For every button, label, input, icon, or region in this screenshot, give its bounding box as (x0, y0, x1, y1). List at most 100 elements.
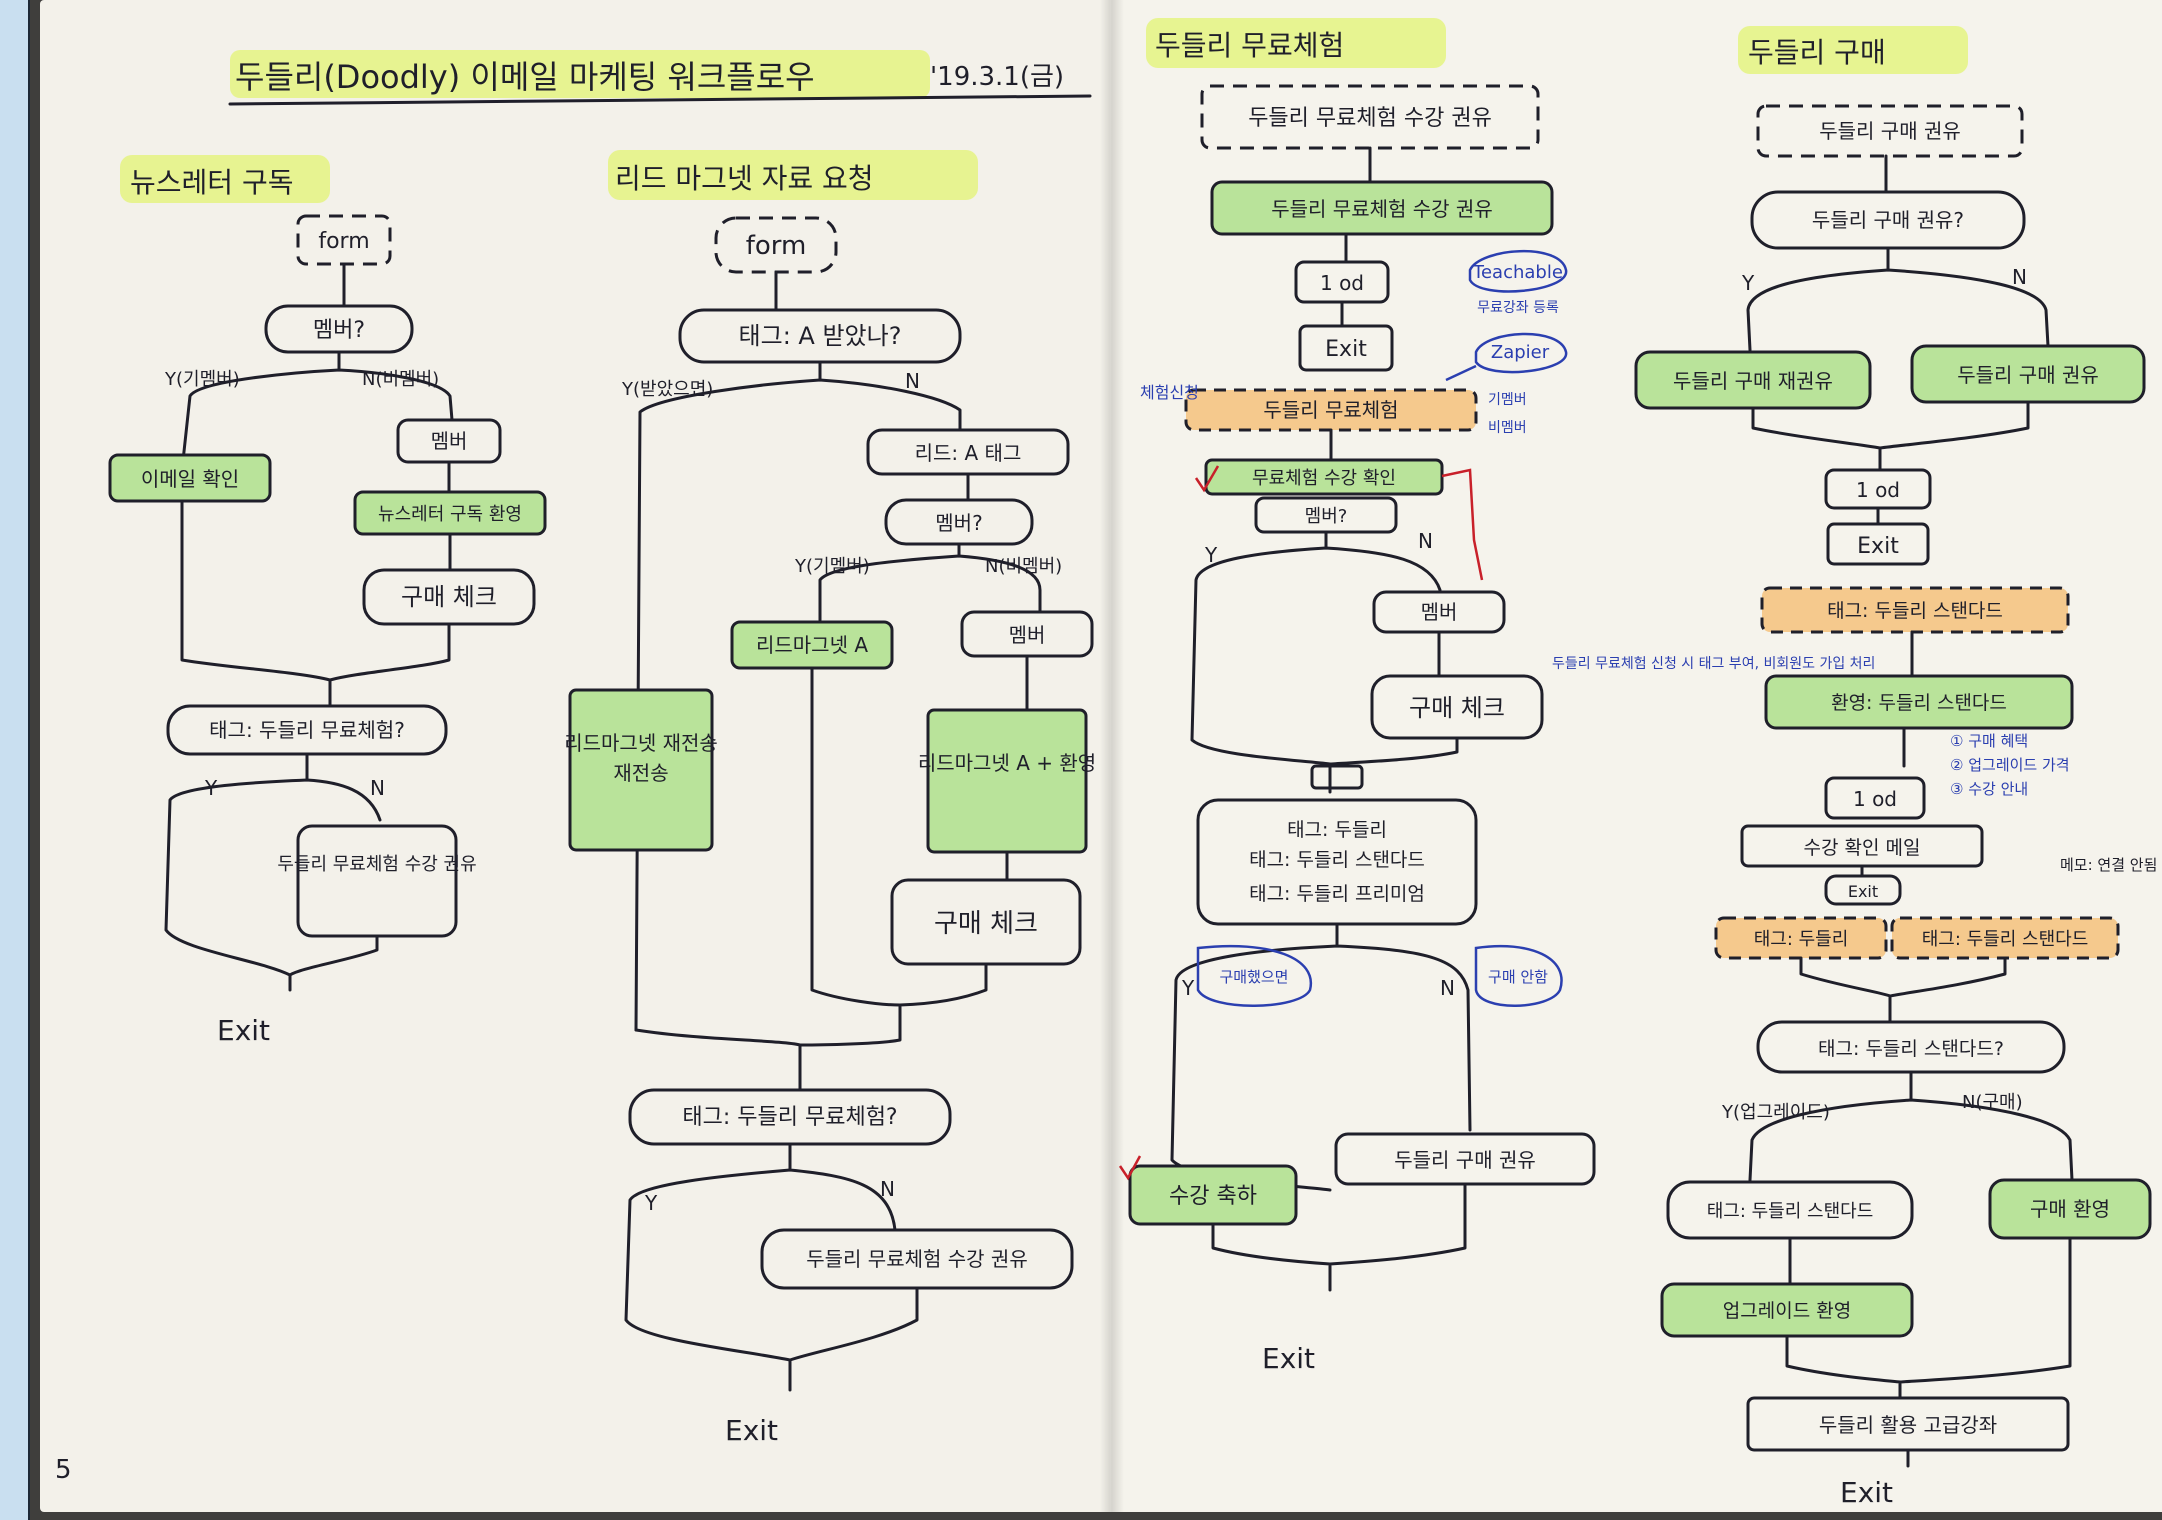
trial-flow: 두들리 무료체험 두들리 무료체험 수강 권유 두들리 무료체험 수강 권유 1… (1118, 18, 1875, 1375)
zapier-label: Zapier (1491, 342, 1550, 363)
no-label: N(구매) (1962, 1092, 2023, 1113)
no-label: N (2012, 265, 2027, 289)
trial-tag-box (1184, 388, 1478, 432)
trial-member-label: 멤버 (1421, 600, 1458, 624)
trial-heading: 두들리 무료체험 (1155, 29, 1344, 62)
lead-purchase-check-label: 구매 체크 (934, 909, 1038, 939)
delay-label: 1 od (1853, 787, 1897, 811)
purchase-offer-question-label: 두들리 구매 권유? (1812, 208, 1964, 232)
no-label: N (1440, 976, 1455, 1000)
title-highlight (230, 50, 930, 98)
yes-label: Y (204, 776, 218, 800)
lead-resend-top-label: 재전송 (613, 761, 668, 785)
email-confirm-box (108, 453, 272, 503)
yes-label: Y (1204, 543, 1218, 567)
trial-member-question-label: 멤버? (1305, 506, 1348, 527)
lead-heading-highlight (608, 150, 978, 200)
no-label: N (905, 369, 920, 393)
trial-purchase-check-label: 구매 체크 (1409, 694, 1505, 722)
yes-label: Y(기멤버) (794, 556, 870, 577)
yes-label: Y (644, 1191, 658, 1215)
member-note: 기멤버 (1488, 392, 1527, 408)
yes-label: Y (1741, 271, 1755, 295)
trial-tag-label: 두들리 무료체험 (1263, 398, 1398, 422)
merge-lines (634, 666, 988, 1092)
merge-lines (788, 1286, 919, 1392)
exit-label: Exit (217, 1014, 270, 1047)
tag-standard-label: 태그: 두들리 스탠다드 (1249, 849, 1425, 871)
trial-tag-question-label: 태그: 두들리 무료체험? (209, 718, 405, 742)
tag-doodly-label: 태그: 두들리 (1754, 929, 1849, 950)
exit-label: Exit (1262, 1342, 1315, 1375)
lead-trial-question-label: 태그: 두들리 무료체험? (682, 1105, 897, 1130)
purchase-offer-trigger (1756, 104, 2024, 158)
trial-offer-email-label: 두들리 무료체험 수강 권유 (1271, 197, 1492, 221)
side-left-note: 체험신청 (1140, 383, 1199, 402)
advanced-offer-label: 두들리 활용 고급강좌 (1819, 1413, 1997, 1437)
tag-doodly-label: 태그: 두들리 (1287, 819, 1387, 841)
note-bubble (1196, 944, 1313, 1007)
trial-confirmed-box (1204, 458, 1444, 496)
standard-question-label: 태그: 두들리 스탠다드? (1818, 1038, 2004, 1060)
note-bubble (1474, 944, 1563, 1007)
lead-magnet-flow: 리드 마그넷 자료 요청 form 태그: A 받았나? Y(받았으면) N 리… (564, 150, 1096, 1447)
newsletter-heading: 뉴스레터 구독 (130, 166, 293, 199)
lead-member-branch (818, 542, 1042, 622)
trial-offer-box (296, 824, 458, 938)
lead-heading: 리드 마그넷 자료 요청 (615, 162, 874, 195)
benefit-1: ① 구매 혜택 (1950, 732, 2028, 750)
lead-email-label: 리드마그넷 A (756, 633, 868, 657)
notebook-gutter (1100, 0, 1124, 1512)
trial-purchase-offer-label: 두들리 구매 권유 (1394, 1148, 1536, 1172)
merge-lines (288, 934, 379, 992)
purchase-flow: 두들리 구매 두들리 구매 권유 두들리 구매 권유? Y N 두들리 구매 재… (1634, 26, 2157, 1509)
exit-node (1298, 324, 1394, 372)
trial-offer-trigger-label: 두들리 무료체험 수강 권유 (1248, 106, 1492, 131)
thanks-email-label: 수강 축하 (1169, 1184, 1257, 1209)
trial-n-note: 구매 안함 (1488, 968, 1548, 986)
exit-small-node (1824, 874, 1902, 906)
lead-trial-offer-label: 두들리 무료체험 수강 권유 (806, 1247, 1027, 1271)
purchase-reoffer-label: 두들리 구매 재권유 (1673, 369, 1833, 393)
no-label: N (880, 1177, 895, 1201)
standard-tag-label: 태그: 두들리 스탠다드 (1827, 600, 2003, 622)
standard-tag-box (1760, 586, 2070, 634)
purchase-offer-trigger-label: 두들리 구매 권유 (1819, 119, 1961, 143)
purchase-heading-highlight (1738, 26, 1968, 74)
member-question-label: 멤버? (313, 318, 365, 343)
lead-welcome-box (926, 708, 1088, 854)
trial-branch (164, 752, 382, 977)
purchase-thanks-label: 구매 환영 (2030, 1197, 2110, 1221)
tag-standard-label: 태그: 두들리 스탠다드 (1922, 929, 2089, 950)
merge-lines (1328, 736, 1459, 794)
trial-offer-trigger (1200, 84, 1540, 150)
check-mark (1118, 1155, 1142, 1181)
delay-label: 1 od (1856, 478, 1900, 502)
delay-node (1824, 776, 1926, 820)
register-member-label: 멤버 (431, 429, 468, 453)
standard-mail-box (1764, 674, 2074, 730)
no-label: N(비멤버) (362, 369, 439, 390)
merge-lines (1751, 400, 2030, 472)
red-connector (1441, 468, 1484, 581)
teachable-label: Teachable (1472, 262, 1563, 283)
member-note-2: 비멤버 (1488, 420, 1527, 436)
no-label: N (370, 776, 385, 800)
exit-node-label: Exit (1857, 534, 1899, 559)
lead-member-label: 멤버 (1009, 623, 1046, 647)
lead-resend-label: 리드마그넷 재전송 (564, 731, 718, 755)
no-label: N(비멤버) (985, 556, 1062, 577)
merge-lines (1211, 1182, 1467, 1292)
yes-label: Y(기멤버) (164, 369, 240, 390)
trial-blue-note: 두들리 무료체험 신청 시 태그 부여, 비회원도 가입 처리 (1552, 656, 1875, 672)
purchase-offer2-label: 두들리 구매 권유 (1957, 363, 2099, 387)
newsletter-heading-highlight (120, 155, 330, 203)
lead-member-question-label: 멤버? (935, 511, 982, 535)
page-number: 5 (55, 1455, 72, 1485)
course-confirm-label: 수강 확인 메일 (1804, 837, 1921, 859)
purchase-heading: 두들리 구매 (1748, 36, 1886, 69)
lead-welcome-label: 리드마그넷 A + 환영 (918, 751, 1096, 775)
window-edge (0, 0, 30, 1520)
check-mark (1194, 465, 1220, 493)
